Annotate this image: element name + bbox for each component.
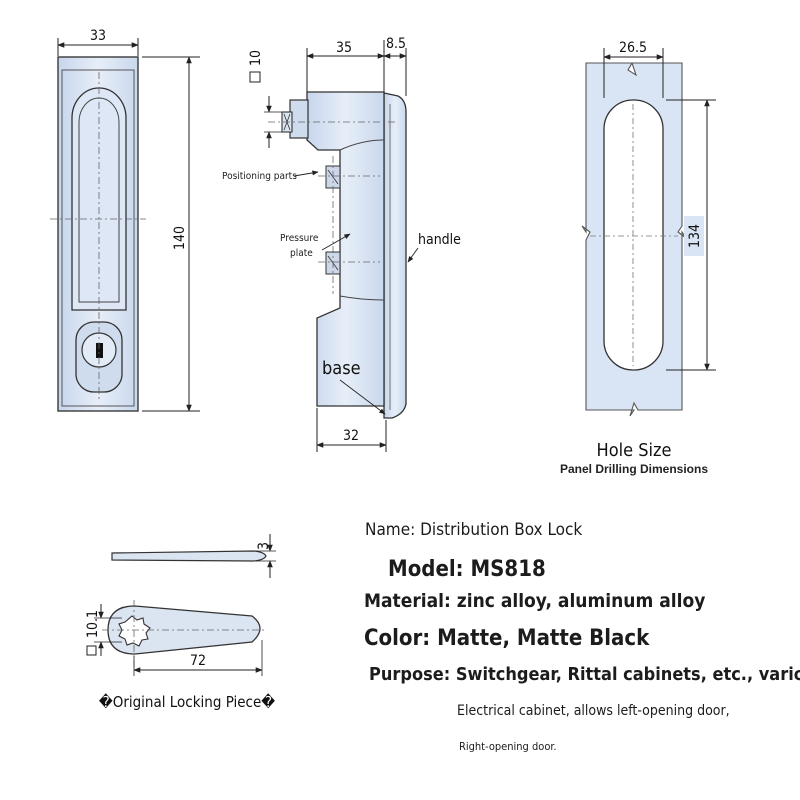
piece-thickness-label: 3 bbox=[256, 542, 272, 550]
front-handle-slot bbox=[71, 87, 127, 311]
side-square-label: 10 bbox=[248, 50, 264, 66]
hole-size-title: Hole Size bbox=[597, 440, 672, 461]
panel-cutout bbox=[603, 99, 664, 371]
spec-purpose-line-2: Electrical cabinet, allows left-opening … bbox=[457, 703, 730, 719]
front-view: 33 140 bbox=[50, 28, 200, 412]
locking-piece-side bbox=[111, 550, 267, 562]
side-handle-plate bbox=[383, 92, 407, 419]
hole-height-label: 134 bbox=[687, 224, 703, 248]
spec-material: Material: zinc alloy, aluminum alloy bbox=[364, 590, 706, 612]
spec-purpose-line-3: Right-opening door. bbox=[459, 740, 557, 753]
side-handle-depth-label: 8.5 bbox=[386, 36, 406, 52]
pressure-plate-label-2: plate bbox=[290, 248, 313, 259]
piece-square-symbol bbox=[86, 645, 97, 656]
front-height-label: 140 bbox=[172, 226, 188, 250]
spec-name: Name: Distribution Box Lock bbox=[365, 520, 583, 540]
base-label: base bbox=[322, 358, 361, 379]
spec-color: Color: Matte, Matte Black bbox=[364, 626, 650, 651]
side-shaft bbox=[289, 99, 309, 139]
side-housing bbox=[306, 91, 385, 407]
piece-square-label: 10.1 bbox=[85, 610, 101, 638]
hole-width-label: 26.5 bbox=[619, 40, 647, 56]
spec-model: Model: MS818 bbox=[388, 557, 546, 582]
pressure-plate-label-1: Pressure bbox=[280, 233, 319, 244]
front-keyhole bbox=[96, 343, 103, 358]
spec-purpose-line-1: Purpose: Switchgear, Rittal cabinets, et… bbox=[369, 664, 800, 685]
piece-length-label: 72 bbox=[190, 653, 206, 669]
side-base-width-label: 32 bbox=[343, 428, 359, 444]
hole-view: 26.5 134 Hole Size Panel Drilling Dimens… bbox=[560, 40, 716, 476]
locking-piece-caption: �Original Locking Piece� bbox=[99, 693, 275, 711]
square-symbol bbox=[249, 71, 261, 83]
locking-piece-view: 3 10.1 72 �Original Locking Piece� bbox=[85, 534, 276, 711]
side-view: 10 35 8.5 32 Positioning parts Pressure … bbox=[222, 36, 461, 452]
star-hole bbox=[118, 615, 151, 647]
front-width-label: 33 bbox=[90, 28, 106, 44]
front-handle-inner bbox=[78, 97, 120, 303]
hole-size-subtitle: Panel Drilling Dimensions bbox=[560, 462, 708, 476]
front-bezel bbox=[61, 69, 135, 407]
handle-label: handle bbox=[418, 232, 461, 248]
side-depth-label: 35 bbox=[336, 40, 352, 56]
positioning-parts-label: Positioning parts bbox=[222, 171, 297, 182]
